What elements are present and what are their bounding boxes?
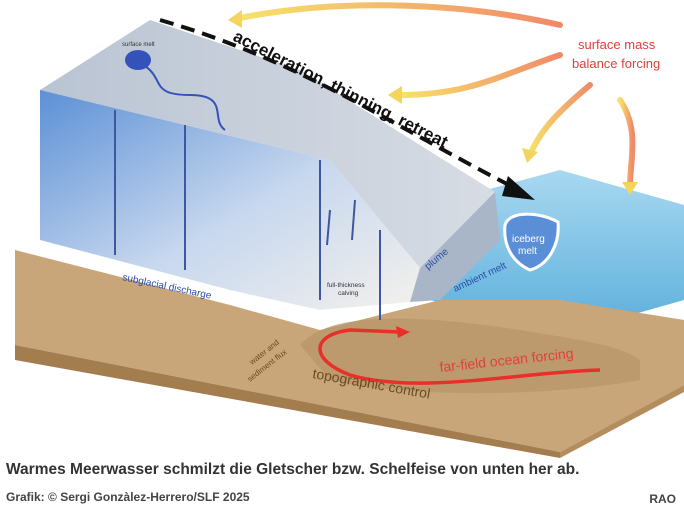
label-iceberg-1: iceberg (512, 234, 545, 245)
agency-tag: RAO (649, 492, 676, 506)
surface-forcing-arrows (237, 2, 636, 188)
seabed-front (15, 345, 560, 458)
iceberg (503, 212, 560, 272)
glacier-top (40, 20, 495, 268)
crevasses (114, 110, 381, 320)
warm-current-arrowhead (396, 326, 410, 338)
seabed-side (560, 385, 684, 458)
caption: Warmes Meerwasser schmilzt die Gletscher… (6, 461, 580, 478)
meltwater-channel (144, 65, 226, 131)
label-iceberg-2: melt (518, 246, 537, 257)
warm-current (318, 328, 601, 385)
calving-front (410, 192, 500, 302)
label-smb-1: surface mass (578, 37, 656, 52)
surface-melt-pond (125, 50, 151, 70)
label-surface-melt: surface melt (122, 42, 155, 48)
label-calving-2: calving (338, 290, 359, 297)
glacier-face (40, 90, 420, 310)
label-calving-1: full-thickness (327, 282, 365, 289)
glacier-ocean-diagram: surface melt acceleration, thinning, ret… (15, 2, 684, 458)
retreat-arrowhead (502, 176, 535, 200)
retreat-arrow (159, 18, 516, 190)
arrowheads (228, 10, 638, 195)
image-credit: Grafik: © Sergi Gonzàlez-Herrero/SLF 202… (6, 490, 250, 504)
label-smb-2: balance forcing (572, 56, 660, 71)
